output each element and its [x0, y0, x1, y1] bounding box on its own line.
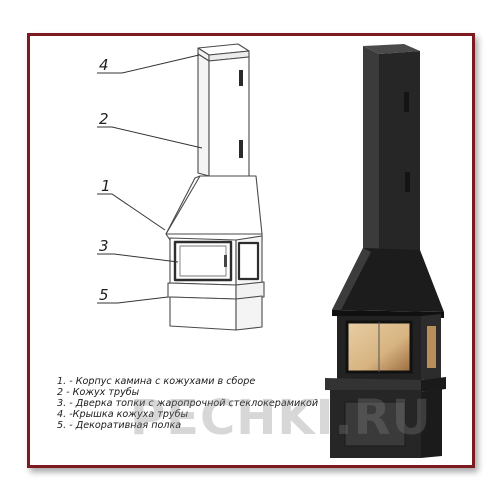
leader-line-1	[97, 193, 166, 231]
leader-line-2	[97, 126, 203, 149]
callout-4: 4	[99, 56, 109, 74]
callout-1: 1	[101, 177, 111, 195]
leader-line-3	[97, 253, 179, 263]
decorative-shelf	[167, 282, 237, 300]
legend-item-3: 3. - Дверка топки с жаропрочной стеклоке…	[57, 398, 319, 409]
callout-3: 3	[99, 237, 109, 255]
legend-item-4: 4. -Крышка кожуха трубы	[57, 409, 189, 420]
callout-5: 5	[99, 286, 109, 304]
fireplace-photo	[325, 44, 446, 458]
leader-lines	[97, 54, 203, 304]
chimney-vent	[239, 70, 243, 86]
callout-numbers: 4 2 1 3 5	[99, 56, 111, 304]
photo-vent	[404, 92, 409, 112]
photo-vent	[405, 172, 410, 192]
line-drawing	[165, 43, 265, 331]
legend-item-2: 2 - Кожух трубы	[57, 387, 140, 398]
parts-legend: 1. - Корпус камина с кожухами в сборе 2 …	[57, 376, 318, 431]
watermark: PECHKI.RU	[130, 390, 432, 446]
leader-line-5	[97, 296, 169, 304]
legend-item-5: 5. - Декоративная полка	[57, 420, 182, 431]
chimney-vent	[239, 140, 243, 158]
photo-chimney-cap	[363, 44, 420, 54]
chimney-casing	[197, 53, 210, 177]
legend-item-1: 1. - Корпус камина с кожухами в сборе	[57, 376, 256, 387]
fireplace-base	[169, 296, 237, 331]
photo-shelf	[325, 378, 421, 392]
leader-line-4	[97, 54, 200, 74]
callout-2: 2	[99, 110, 109, 128]
